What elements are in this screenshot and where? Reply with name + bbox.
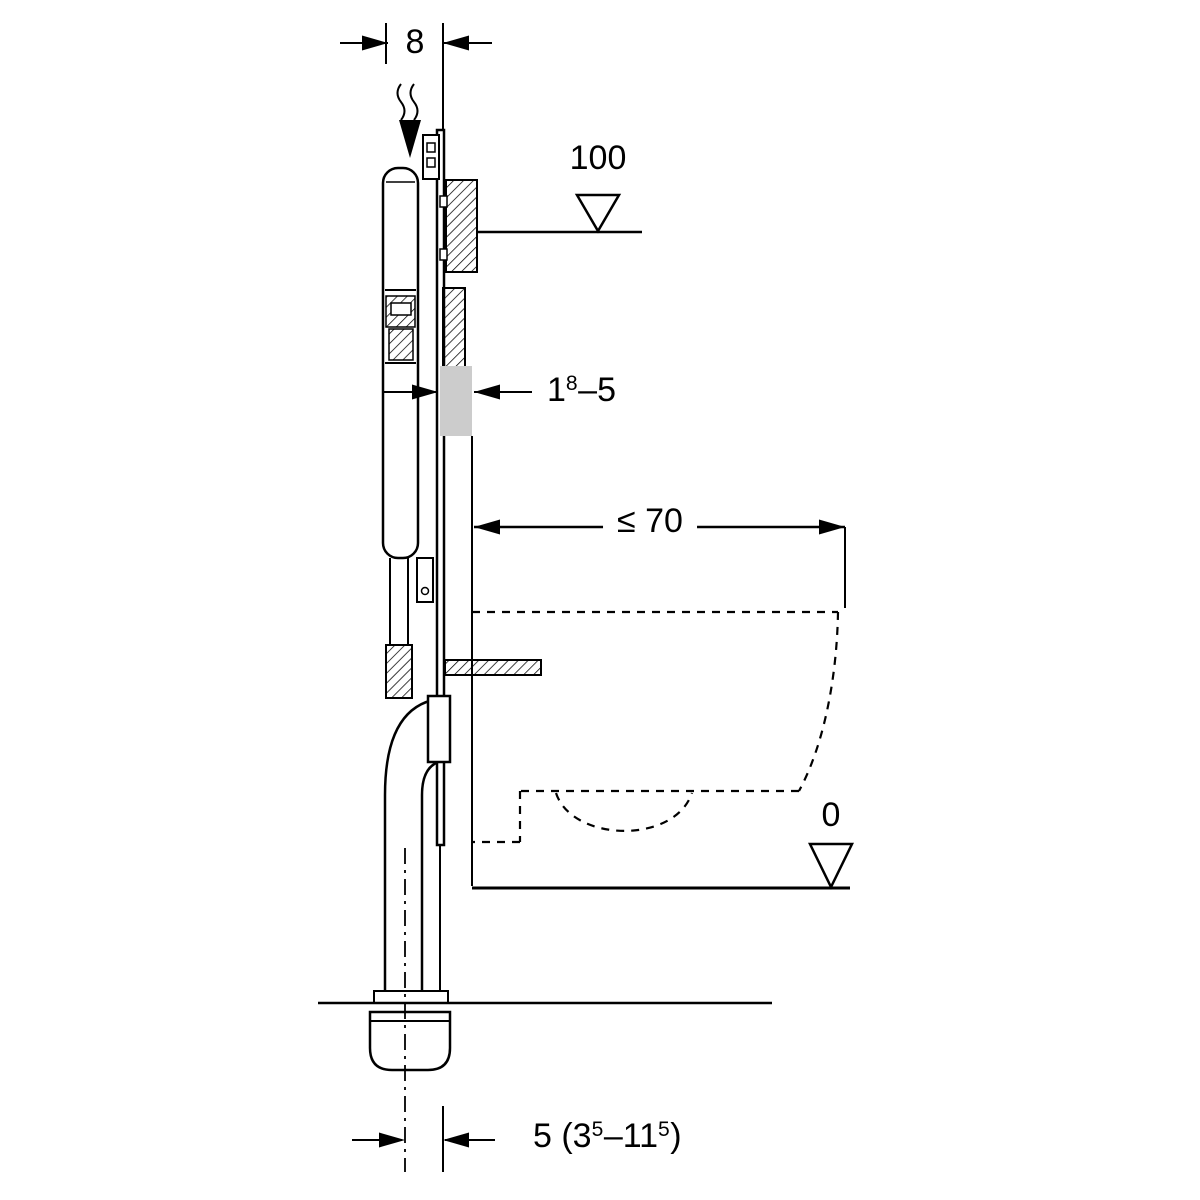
flush-pipe (385, 558, 413, 699)
top-dimension (340, 23, 492, 133)
level-symbol-icon (807, 842, 855, 890)
arrow-right-icon (412, 384, 438, 400)
arrow-left-icon (443, 35, 469, 51)
level-top-label: 100 (569, 139, 627, 177)
foot-plate (373, 990, 449, 1004)
drain-connector (426, 694, 452, 764)
flush-valve-lower (388, 328, 414, 361)
wall-finish-layer (440, 366, 472, 436)
level-line-top (477, 193, 642, 234)
dim-outlet-label: 5 (35–115) (533, 1117, 682, 1155)
floor-level-line (472, 842, 855, 890)
rail-top-bracket (422, 134, 440, 180)
arrow-right-icon (379, 1132, 405, 1148)
wc-pan-outline (472, 610, 840, 844)
arrow-left-icon (474, 519, 500, 535)
depth-max-label: ≤ 70 (603, 502, 697, 541)
level-symbol-icon (574, 193, 622, 234)
threaded-section (385, 644, 413, 699)
level-floor-label: 0 (821, 796, 841, 834)
rail-mid-bracket (416, 557, 434, 603)
wall-thickness-label: 18–5 (547, 371, 616, 409)
dim-frame-depth-label: 8 (405, 23, 425, 61)
bottom-dimension (352, 1106, 495, 1172)
frame-rail (416, 128, 446, 847)
wall-anchor (442, 287, 466, 371)
arrow-left-icon (443, 1132, 469, 1148)
arrow-down-icon (399, 120, 421, 158)
wall-thickness-dimension (384, 384, 532, 400)
arrow-left-icon (474, 384, 500, 400)
wall-bracket (439, 179, 478, 371)
cistern (381, 166, 420, 560)
fixing-bar (444, 659, 542, 676)
arrow-right-icon (362, 35, 388, 51)
frame-foot (318, 990, 772, 1072)
arrow-right-icon (819, 519, 845, 535)
water-supply (396, 83, 421, 158)
drain-socket (368, 1010, 452, 1072)
